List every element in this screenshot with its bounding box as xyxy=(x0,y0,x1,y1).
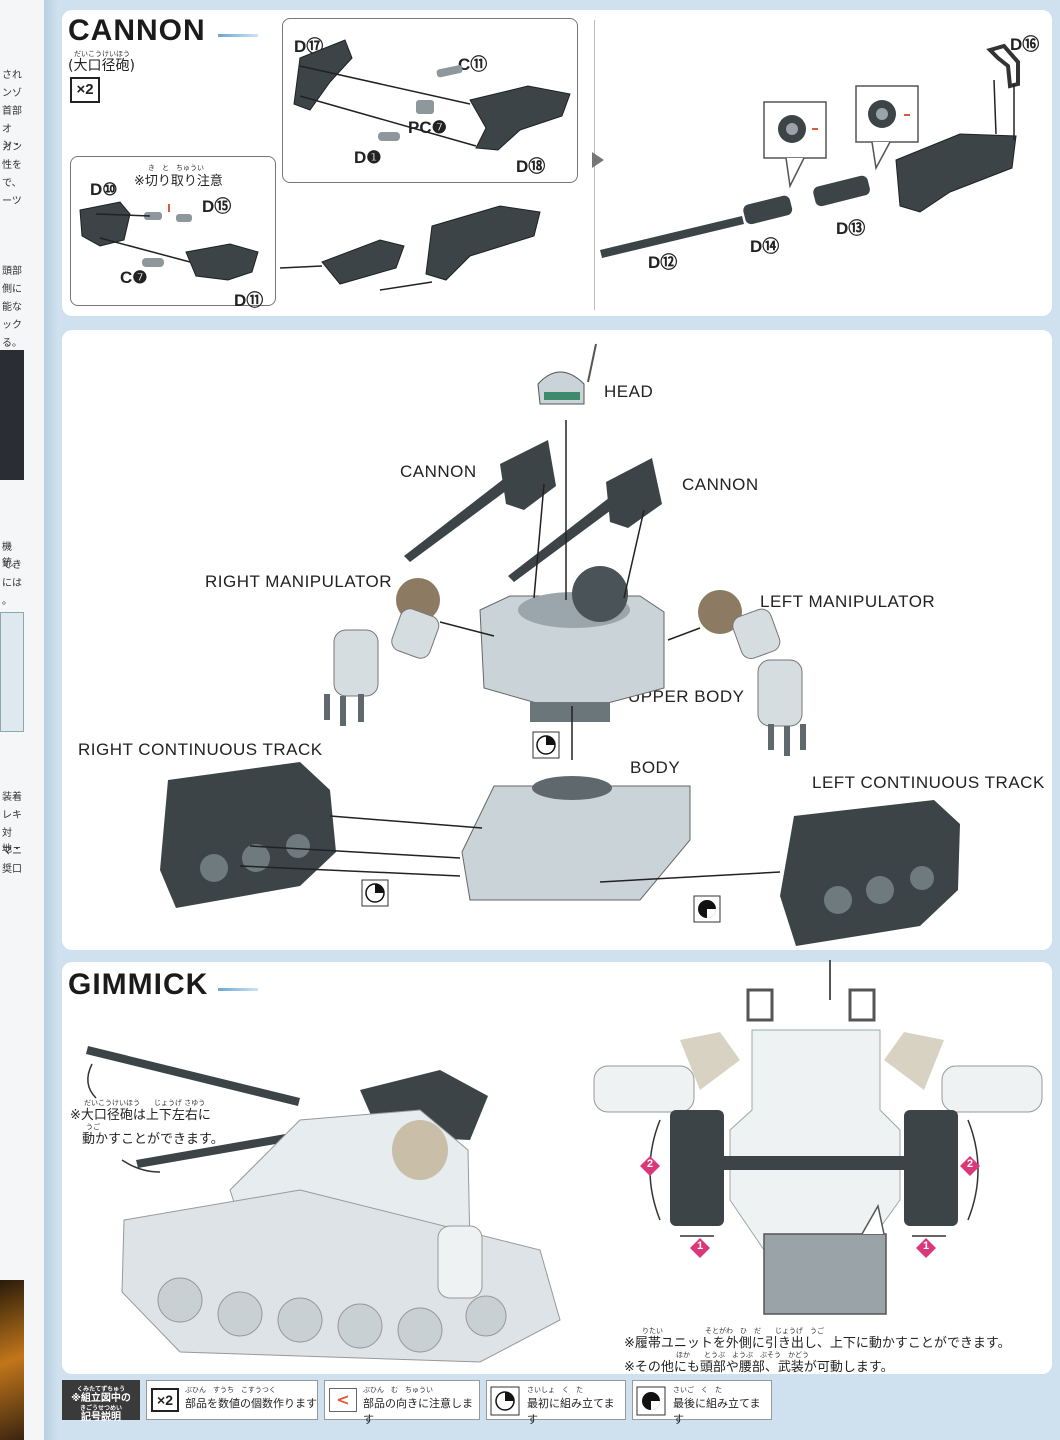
strip-text: ンゾ xyxy=(2,88,22,99)
strip-text: で、 xyxy=(2,178,22,189)
cannon-diagram xyxy=(79,39,1020,291)
strip-text: マニ xyxy=(2,846,22,857)
part-pc7: PC❼ xyxy=(408,118,447,137)
step-badge-2-left: 2 xyxy=(646,1158,654,1170)
strip-text: 対地・ xyxy=(2,828,22,855)
strip-text: ック xyxy=(2,320,22,331)
cannon-title: CANNON xyxy=(68,14,206,47)
strip-text: され xyxy=(2,70,22,81)
multiplier-symbol: ×2 xyxy=(151,1388,179,1412)
part-c7: C❼ xyxy=(120,268,148,287)
other-parts-note: ※その他にも頭部や腰部、武装が可動します。 xyxy=(624,1360,894,1375)
part-d18: D⑱ xyxy=(516,157,546,176)
gimmick-title: GIMMICK xyxy=(68,968,209,1001)
strip-text: 性を xyxy=(2,160,22,171)
strip-text: ーツ xyxy=(2,196,22,207)
direction-caution-symbol: < xyxy=(329,1388,357,1412)
label-upper-body: UPPER BODY xyxy=(628,687,745,706)
cannon-subtitle: (大口径砲) xyxy=(68,58,135,74)
strip-text: でき xyxy=(2,560,22,571)
circle-last-icon xyxy=(636,1386,666,1416)
part-d1: D❶ xyxy=(354,148,382,167)
part-d11: D⑪ xyxy=(234,291,264,310)
strip-text: 頭部 xyxy=(2,266,22,277)
strip-text: レキ xyxy=(2,810,22,821)
part-d14: D⑭ xyxy=(750,237,780,256)
label-cannon-left: CANNON xyxy=(400,462,477,481)
track-move-note: ※履帯ユニットを外側に引き出し、上下に動かすことができます。 xyxy=(624,1336,1011,1351)
label-head: HEAD xyxy=(604,382,654,401)
legend-item-first: さいしょ く た 最初に組み立てます xyxy=(486,1380,626,1426)
strip-text: ガン xyxy=(2,142,22,153)
strip-text: 能な xyxy=(2,302,22,313)
previous-page-strip: され ンゾ 首部 オン・ ガン 性を で、 ーツ 頭部 側に 能な ック る。 … xyxy=(0,0,46,1440)
strip-text: には xyxy=(2,578,22,589)
symbol-legend: くみたてずちゅう ※組立図中の きごうせつめい 記号説明 ×2 ぶひん すうち … xyxy=(62,1380,772,1426)
part-d13: D⑬ xyxy=(836,219,866,238)
strip-photo xyxy=(0,1280,24,1440)
label-cannon-right: CANNON xyxy=(682,475,759,494)
strip-photo xyxy=(0,350,24,480)
part-d12: D⑫ xyxy=(648,253,678,272)
strip-text: 装着 xyxy=(2,792,22,803)
circle-first-icon xyxy=(490,1386,520,1416)
legend-item-direction: < ぶひん む ちゅうい 部品の向きに注意します xyxy=(324,1380,480,1426)
label-right-track: RIGHT CONTINUOUS TRACK xyxy=(78,740,323,759)
strip-text: る。 xyxy=(2,338,22,349)
strip-text: 側に xyxy=(2,284,22,295)
cannon-move-note-2: 動かすことができます。 xyxy=(82,1132,224,1147)
strip-photo xyxy=(0,612,24,732)
strip-text: 首部 xyxy=(2,106,22,117)
label-left-track: LEFT CONTINUOUS TRACK xyxy=(812,773,1045,792)
strip-text: 機銃。 xyxy=(2,542,22,569)
exploded-assembly-diagram xyxy=(160,343,960,946)
legend-item-multiplier: ×2 ぶひん すうち こすうつく 部品を数値の個数作ります xyxy=(146,1380,318,1420)
legend-header: くみたてずちゅう ※組立図中の きごうせつめい 記号説明 xyxy=(62,1380,140,1423)
strip-text: 奨口 xyxy=(2,864,22,875)
step-badge-2-right: 2 xyxy=(966,1158,974,1170)
part-c11: C⑪ xyxy=(458,55,488,74)
step-badge-1-left: 1 xyxy=(696,1240,704,1252)
part-d15: D⑮ xyxy=(202,197,232,216)
strip-text: 。 xyxy=(2,596,12,607)
part-d16: D⑯ xyxy=(1010,35,1040,54)
step-badge-1-right: 1 xyxy=(922,1240,930,1252)
cut-caution-note: ※切り取り注意 xyxy=(134,174,223,189)
gimmick-diagram xyxy=(86,960,1043,1363)
cannon-subtitle-ruby: だいこうけいほう xyxy=(74,50,130,58)
label-left-manipulator: LEFT MANIPULATOR xyxy=(760,592,936,611)
part-d10: D⑩ xyxy=(90,180,118,199)
label-body: BODY xyxy=(630,758,681,777)
cannon-move-note: ※大口径砲は上下左右に xyxy=(70,1108,211,1123)
label-right-manipulator: RIGHT MANIPULATOR xyxy=(205,572,393,591)
strip-text: オン・ xyxy=(2,124,22,151)
multiplier-badge: ×2 xyxy=(70,77,100,103)
legend-item-last: さいご く た 最後に組み立てます xyxy=(632,1380,772,1426)
